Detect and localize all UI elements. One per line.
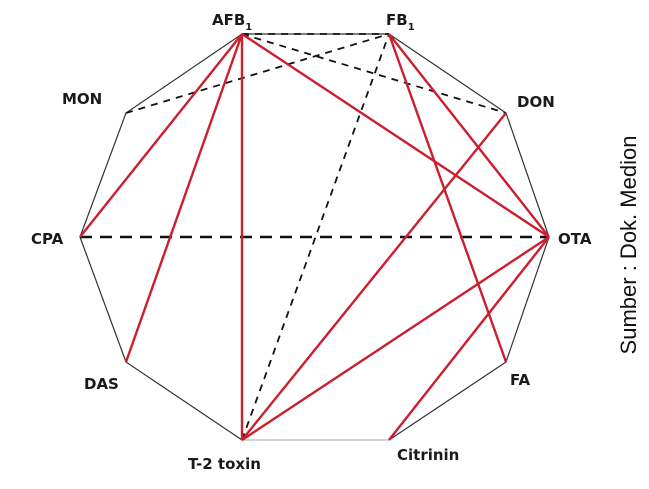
node-label-afb1: AFB1	[212, 11, 252, 33]
node-label-t2-toxin: T-2 toxin	[188, 455, 261, 473]
node-label-fb1: FB1	[386, 11, 415, 33]
polygon-side-fb1-don	[388, 33, 507, 114]
edge-mon-fb1	[125, 33, 390, 114]
polygon-side-ota-fa	[505, 236, 550, 363]
polygon-side-don-ota	[505, 112, 550, 238]
edge-fb1-ota	[388, 33, 550, 238]
edge-afb1-cpa	[79, 33, 243, 238]
edge-afb1-don	[241, 33, 507, 114]
edge-fb1-fa	[387, 33, 508, 363]
node-label-mon: MON	[62, 90, 102, 108]
polygon-side-das-cpa	[79, 236, 127, 363]
node-label-cpa: CPA	[31, 230, 64, 248]
source-credit: Sumber : Dok. Medion	[616, 136, 641, 355]
decagon-outline	[79, 33, 550, 441]
polygon-side-mon-afb1	[125, 33, 243, 114]
edge-afb1-ota	[241, 32, 550, 239]
polygon-side-t2-das	[125, 361, 243, 441]
edge-ota-t2	[241, 235, 550, 442]
edge-don-t2	[241, 112, 507, 441]
edge-afb1-das	[124, 33, 244, 363]
polygon-side-cpa-mon	[79, 112, 127, 238]
edge-t2-fb1	[241, 33, 390, 441]
node-label-citrinin: Citrinin	[397, 446, 459, 464]
node-labels: AFB1 FB1 DON OTA FA Citrinin T-2 toxin D…	[31, 11, 592, 473]
node-label-fa: FA	[510, 371, 531, 389]
node-label-das: DAS	[84, 375, 119, 393]
node-label-ota: OTA	[558, 230, 592, 248]
node-label-don: DON	[517, 93, 555, 111]
source-credit-text: Sumber : Dok. Medion	[616, 136, 641, 355]
edge-ota-citrinin	[388, 236, 550, 441]
polygon-side-fa-citrinin	[388, 361, 507, 441]
interaction-edges	[79, 32, 550, 442]
